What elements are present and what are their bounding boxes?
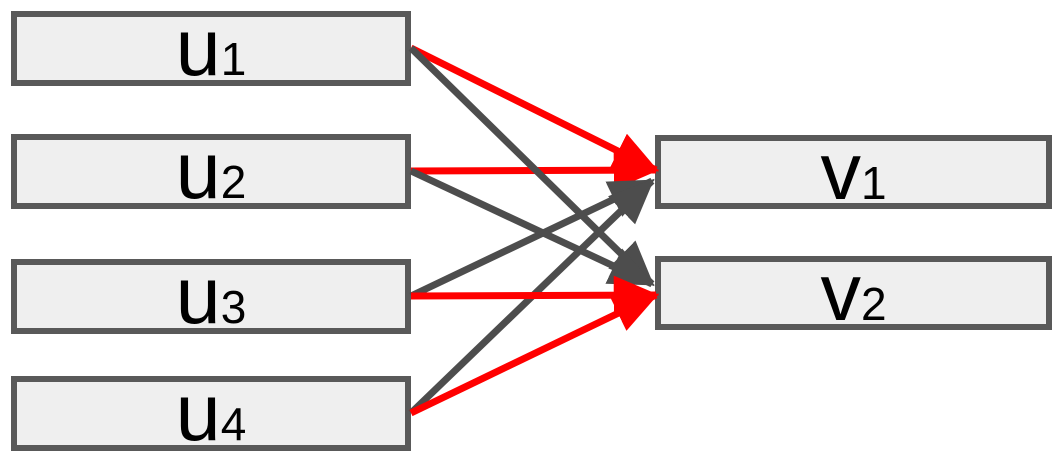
edge-u2-v2 [409, 167, 655, 288]
edge-u4-v1 [408, 178, 655, 416]
node-u2: u2 [11, 131, 411, 212]
node-u1-label: u1 [176, 8, 247, 89]
node-v2-label: v2 [820, 252, 887, 334]
node-v1-base: v [820, 126, 861, 217]
edge-u1-v1 [409, 44, 659, 174]
node-u3: u3 [11, 256, 411, 337]
node-u1: u1 [11, 8, 411, 89]
node-u3-base: u [175, 251, 221, 341]
node-u2-label: u2 [176, 131, 247, 212]
node-u3-sub: 3 [220, 281, 247, 333]
node-u1-base: u [175, 3, 221, 93]
edge-u3-v2 [410, 275, 660, 315]
edge-u2-v1 [410, 150, 660, 190]
node-v1-label: v1 [820, 131, 887, 213]
node-v2: v2 [655, 252, 1052, 333]
node-u2-base: u [175, 126, 221, 216]
node-u4-label: u4 [176, 373, 247, 454]
node-u3-label: u3 [176, 256, 247, 337]
node-u4-sub: 4 [220, 398, 247, 450]
node-v1-sub: 1 [860, 156, 887, 209]
node-v2-sub: 2 [860, 277, 887, 330]
node-v2-base: v [820, 247, 861, 338]
edge-u4-v2 [409, 291, 659, 417]
node-u2-sub: 2 [220, 156, 247, 208]
node-u4-base: u [175, 368, 221, 458]
edge-u1-v2 [408, 45, 655, 287]
node-v1: v1 [655, 131, 1052, 212]
node-u4: u4 [11, 373, 411, 454]
node-u1-sub: 1 [220, 33, 247, 85]
edge-u3-v1 [409, 177, 655, 300]
